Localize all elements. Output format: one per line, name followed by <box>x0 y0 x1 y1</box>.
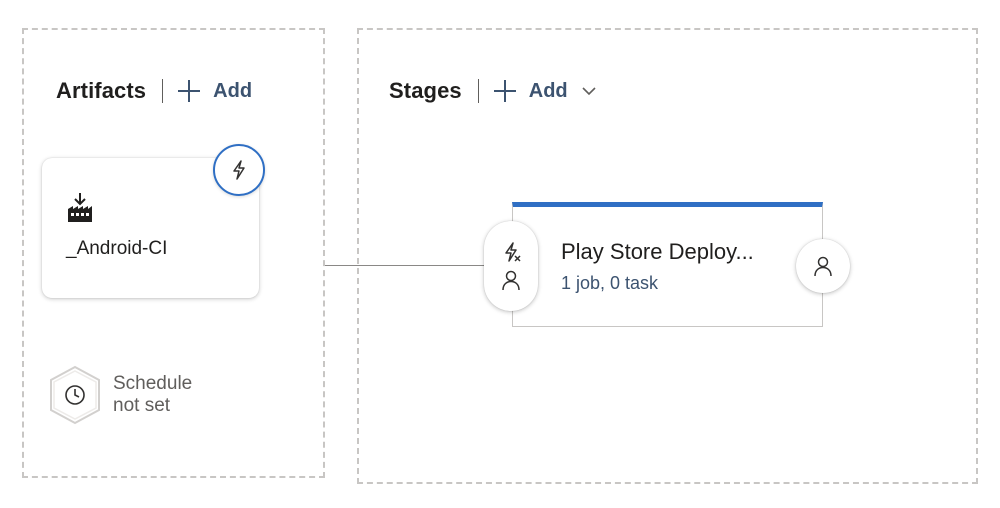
plus-icon <box>493 79 517 103</box>
stage-name: Play Store Deploy... <box>561 239 754 264</box>
stage-card[interactable]: Play Store Deploy... 1 job, 0 task <box>512 202 823 327</box>
header-divider <box>162 79 164 103</box>
stages-title: Stages <box>389 78 462 103</box>
add-artifact-button[interactable]: Add <box>177 79 252 103</box>
artifacts-title: Artifacts <box>56 78 147 103</box>
artifact-stage-connector <box>325 265 488 266</box>
chevron-down-icon[interactable] <box>580 82 598 100</box>
stage-summary-link[interactable]: 1 job, 0 task <box>561 273 659 293</box>
artifacts-panel: Artifacts Add <box>22 28 325 478</box>
schedule-trigger[interactable]: Schedule not set <box>47 364 192 426</box>
post-deployment-conditions-button[interactable] <box>796 239 850 293</box>
stages-panel: Stages Add <box>357 28 978 484</box>
continuous-deployment-trigger-button[interactable] <box>213 144 265 196</box>
stages-header: Stages Add <box>389 76 598 106</box>
schedule-label: Schedule <box>113 373 193 394</box>
plus-icon <box>177 79 201 103</box>
header-divider <box>477 79 479 103</box>
add-stage-label: Add <box>528 79 568 102</box>
add-stage-button[interactable]: Add <box>493 79 598 103</box>
add-artifact-label: Add <box>213 79 253 102</box>
artifacts-header: Artifacts Add <box>56 76 252 106</box>
build-artifact-icon <box>66 192 94 224</box>
clock-icon <box>47 364 103 426</box>
artifact-name: _Android-CI <box>66 238 168 259</box>
schedule-value: not set <box>113 395 171 416</box>
person-icon <box>812 255 834 277</box>
person-icon <box>500 269 522 291</box>
lightning-icon <box>500 241 522 263</box>
pre-deployment-conditions-button[interactable] <box>484 221 538 311</box>
lightning-icon <box>228 159 250 181</box>
schedule-status: Schedule not set <box>113 373 192 417</box>
